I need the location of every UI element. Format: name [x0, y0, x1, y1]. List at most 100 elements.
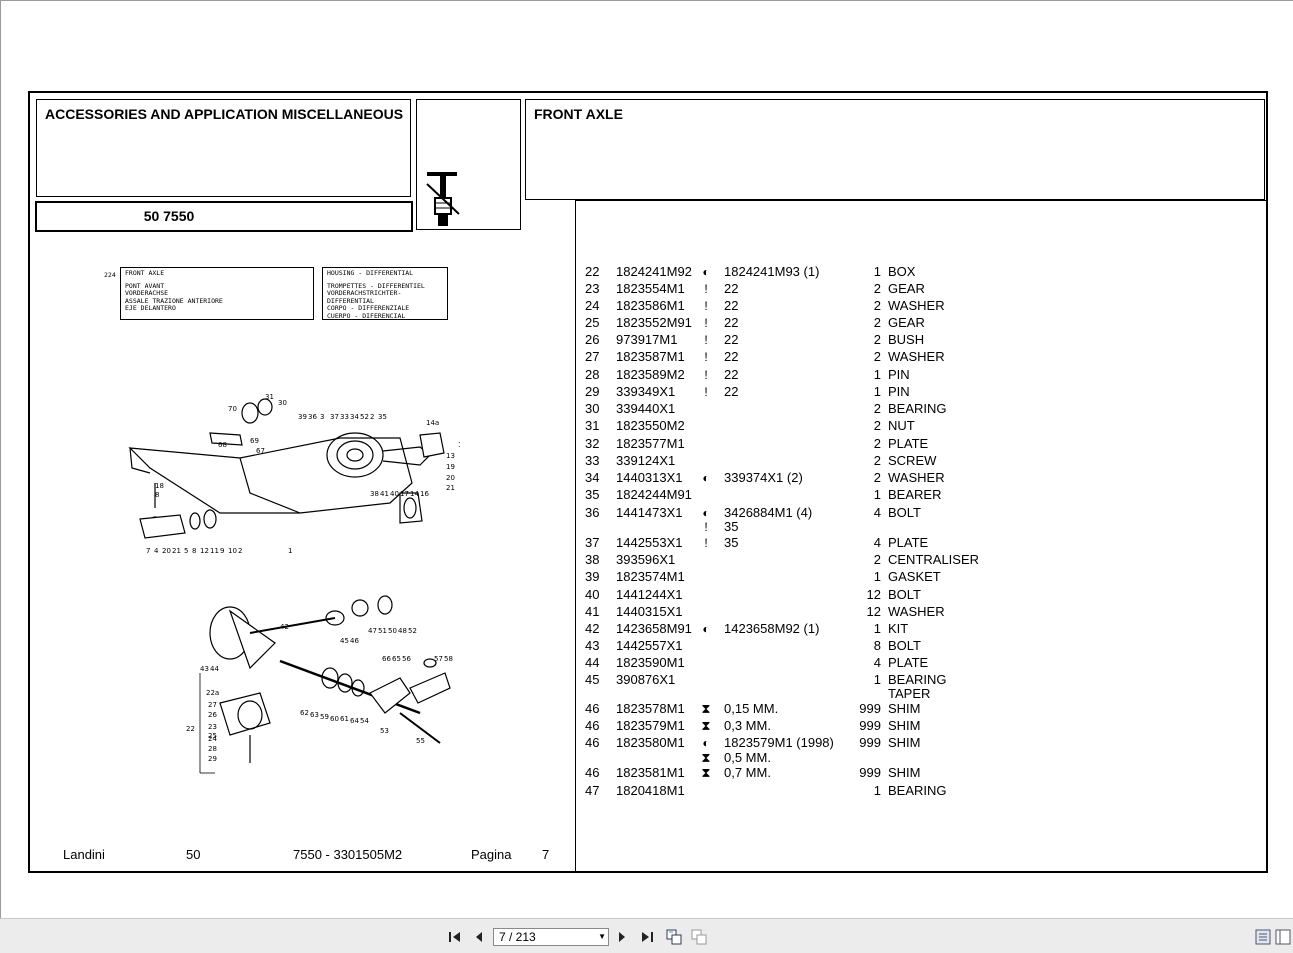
- svg-text:31: 31: [265, 393, 274, 401]
- svg-text:8: 8: [155, 491, 159, 499]
- part-description: SHIM: [888, 701, 921, 716]
- part-alternate: 22: [724, 298, 739, 313]
- continuous-view-icon[interactable]: [665, 928, 683, 946]
- part-symbol-icon: !: [704, 520, 708, 534]
- svg-text:61: 61: [340, 715, 349, 723]
- part-quantity: 2: [873, 315, 881, 330]
- part-item-number: 24: [585, 298, 600, 313]
- part-symbol-icon: !: [704, 385, 708, 399]
- part-symbol-icon: !: [704, 299, 708, 313]
- sidebar-icon[interactable]: [1274, 928, 1292, 946]
- part-quantity: 999: [859, 701, 881, 716]
- part-item-number: 26: [585, 332, 600, 347]
- part-number: 1823587M1: [616, 349, 685, 364]
- part-description: CENTRALISER: [888, 552, 980, 567]
- part-quantity: 1: [873, 783, 881, 798]
- svg-text:58: 58: [444, 655, 453, 663]
- page-number-value: 7 / 213: [499, 930, 536, 944]
- single-view-icon[interactable]: [690, 928, 708, 946]
- part-alternate: 22: [724, 315, 739, 330]
- part-quantity: 999: [859, 735, 881, 750]
- svg-text:14a: 14a: [426, 419, 439, 427]
- part-quantity: 2: [873, 470, 881, 485]
- svg-text:20: 20: [162, 547, 171, 555]
- svg-text:53: 53: [380, 727, 389, 735]
- svg-text:63: 63: [310, 711, 319, 719]
- part-description: BOX: [888, 264, 916, 279]
- svg-text:46: 46: [350, 637, 359, 645]
- svg-text:2: 2: [370, 413, 374, 421]
- axle-tool-icon: [426, 172, 460, 226]
- svg-text:38: 38: [370, 490, 379, 498]
- part-number: 1823590M1: [616, 655, 685, 670]
- chevron-down-icon[interactable]: ▼: [598, 932, 606, 941]
- part-item-number: 47: [585, 783, 600, 798]
- part-item-number: 46: [585, 735, 600, 750]
- page-number-input[interactable]: 7 / 213 ▼: [493, 928, 609, 946]
- diagram-ref-number: 224: [104, 271, 116, 279]
- part-item-number: 38: [585, 552, 600, 567]
- prev-page-icon[interactable]: [470, 928, 488, 946]
- part-quantity: 2: [873, 401, 881, 416]
- svg-text:68: 68: [218, 441, 227, 449]
- column-divider: [575, 201, 576, 873]
- part-description: SHIM: [888, 765, 921, 780]
- svg-text:39: 39: [298, 413, 307, 421]
- part-item-number: 27: [585, 349, 600, 364]
- part-item-number: 46: [585, 701, 600, 716]
- svg-text:56: 56: [402, 655, 411, 663]
- part-item-number: 32: [585, 436, 600, 451]
- svg-text:30: 30: [278, 399, 287, 407]
- part-description: BUSH: [888, 332, 925, 347]
- caption-line: CUERPO - DIFERENCIAL: [327, 311, 406, 320]
- part-description: GEAR: [888, 281, 925, 296]
- caption-line: FRONT AXLE: [125, 269, 165, 277]
- svg-text:55: 55: [416, 737, 425, 745]
- part-number: 1824244M91: [616, 487, 692, 502]
- section-title: ACCESSORIES AND APPLICATION MISCELLANEOU…: [45, 106, 404, 122]
- part-description: BEARING: [888, 401, 947, 416]
- part-alternate: 35: [724, 535, 739, 550]
- svg-text:43: 43: [200, 665, 209, 673]
- caption-line: PONT AVANT: [125, 281, 165, 290]
- svg-text:60: 60: [330, 715, 339, 723]
- part-quantity: 1: [873, 569, 881, 584]
- svg-text:50: 50: [388, 627, 397, 635]
- last-page-icon[interactable]: [638, 928, 656, 946]
- svg-text:57: 57: [434, 655, 443, 663]
- part-alternate: 22: [724, 332, 739, 347]
- part-alternate: 1423658M92 (1): [724, 621, 820, 636]
- footer-series: 50: [186, 847, 201, 862]
- svg-text:4: 4: [154, 547, 159, 555]
- next-page-icon[interactable]: [613, 928, 631, 946]
- part-alternate: 0,15 MM.: [724, 701, 779, 716]
- part-description: SHIM: [888, 718, 921, 733]
- part-description: GASKET: [888, 569, 941, 584]
- part-symbol-icon: !: [704, 333, 708, 347]
- part-quantity: 4: [873, 535, 881, 550]
- footer-page-number: 7: [542, 847, 550, 862]
- part-number: 1442557X1: [616, 638, 683, 653]
- footer-doc-number: 7550 - 3301505M2: [293, 847, 403, 862]
- part-quantity: 999: [859, 718, 881, 733]
- section-header-box: ACCESSORIES AND APPLICATION MISCELLANEOU…: [36, 99, 411, 197]
- part-description: BEARING: [888, 672, 947, 687]
- part-description: BOLT: [888, 638, 921, 653]
- group-title: FRONT AXLE: [534, 106, 623, 122]
- part-alternate: 339374X1 (2): [724, 470, 803, 485]
- part-number: 1423658M91: [616, 621, 692, 636]
- part-symbol-icon: !: [704, 316, 708, 330]
- part-symbol-icon: ⧗: [701, 718, 711, 733]
- part-description: PLATE: [888, 535, 929, 550]
- part-description: NUT: [888, 418, 915, 433]
- part-item-number: 45: [585, 672, 600, 687]
- layout-icon[interactable]: [1254, 928, 1272, 946]
- svg-text:47: 47: [368, 627, 377, 635]
- part-number: 973917M1: [616, 332, 678, 347]
- first-page-icon[interactable]: [446, 928, 464, 946]
- part-number: 1441473X1: [616, 505, 683, 520]
- caption-line: VORDERACHSTRICHTER-DIFFERENTIAL: [327, 289, 402, 305]
- part-number: 1823550M2: [616, 418, 685, 433]
- part-quantity: 2: [873, 453, 881, 468]
- part-symbol-icon: ◐: [702, 506, 710, 520]
